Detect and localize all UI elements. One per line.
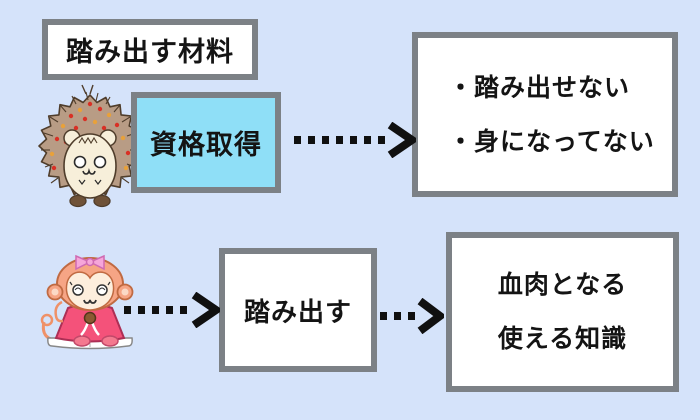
monkey-eye [72,284,84,296]
hedgehog-foot [93,194,111,208]
hedgehog-fringe [78,136,98,145]
dotted-arrow-right-icon [380,298,444,334]
monkey-mouth [83,299,97,304]
dotted-arrow-right-icon [294,122,416,158]
qualification-box: 資格取得 [131,92,281,193]
hedgehog-mouth [82,167,96,175]
monkey-eye [96,284,108,296]
monkey-bow [88,254,105,271]
bottom-result-line-1: 血肉となる [497,271,628,299]
hedgehog-character-icon [38,84,142,208]
top-result-box: ・踏み出せない ・身になってない [412,32,678,197]
title-label: 踏み出す材料 [66,37,234,67]
monkey-tail-curl [40,313,54,327]
hedgehog-spine-dots [49,101,131,171]
hedgehog-eye [93,155,107,169]
top-result-line-2: ・身になってない [448,127,655,156]
hedgehog-eye [73,155,87,169]
monkey-hair-curl [54,300,64,323]
hedgehog-face [63,133,117,199]
monkey-cookie [83,311,97,325]
qualification-label: 資格取得 [150,130,262,160]
bottom-result-box: 血肉となる 使える知識 [446,232,679,392]
step-forward-label: 踏み出す [243,296,352,327]
title-box: 踏み出す材料 [42,19,258,80]
monkey-foot [101,335,119,347]
top-result-line-1: ・踏み出せない [448,73,631,102]
monkey-foot [73,335,91,347]
hedgehog-foot [69,194,87,208]
step-forward-box: 踏み出す [219,248,377,372]
dotted-arrow-right-icon [124,292,220,328]
bottom-result-line-2: 使える知識 [497,325,628,353]
monkey-character-icon [40,254,134,350]
monkey-face [65,271,115,311]
monkey-bow [75,254,92,271]
